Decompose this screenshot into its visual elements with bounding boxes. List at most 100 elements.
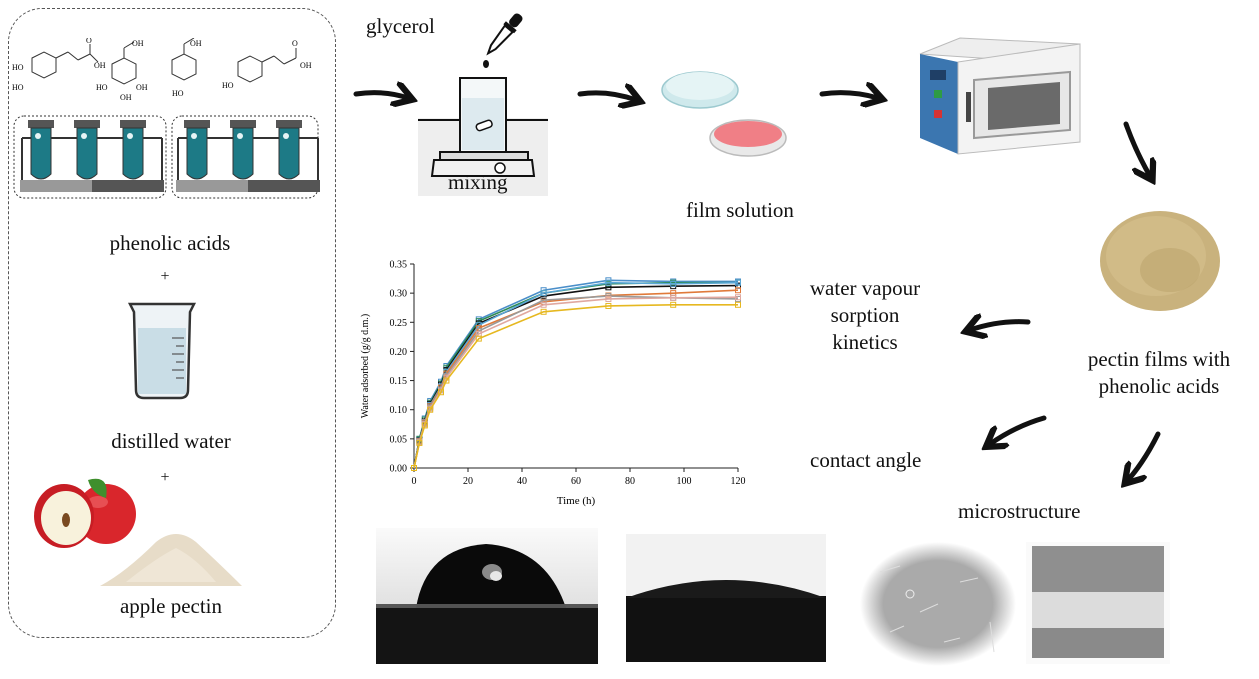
data-point (475, 335, 482, 342)
y-tick-label: 0.30 (390, 289, 408, 300)
proto-oh-text: OH (190, 39, 202, 48)
arrow-icon (1123, 121, 1150, 176)
coumaric-o-text: O (292, 39, 298, 48)
distilled-water-label: distilled water (111, 429, 231, 453)
x-tick-label: 40 (517, 476, 527, 487)
drying-oven-icon (919, 37, 1081, 155)
arrow-icon (353, 93, 408, 98)
film-solution-label: film solution (686, 198, 794, 222)
data-point (411, 465, 417, 471)
data-point (438, 389, 444, 396)
plus-sign: + (160, 268, 170, 285)
arrow-icon (1128, 431, 1161, 480)
proto-oh-text: HO (172, 89, 184, 98)
sorption-chart: 0 20 40 60 80 100 120 0.00 0.05 0.10 0.15 0.20 0.25 0… (360, 260, 746, 508)
data-point (735, 279, 741, 286)
data-point (670, 280, 677, 287)
series-line (413, 289, 739, 469)
data-point (605, 302, 612, 309)
series-line (413, 284, 739, 469)
x-tick-label: 0 (412, 476, 417, 487)
protocatechuic-acid-structure-icon (171, 38, 197, 81)
petri-dish-icon (661, 71, 787, 157)
phenolic-acids-label: phenolic acids (109, 231, 231, 255)
data-point (735, 301, 741, 308)
phenolic-structures: HO HO OH O HO OH OH OH HO OH HO OH O (12, 38, 312, 102)
gallic-acid-structure-icon (111, 41, 137, 85)
contact-angle-label: contact angle (810, 448, 922, 472)
arrow-icon (970, 322, 1031, 330)
gallic-oh-text: OH (136, 83, 148, 92)
mixing-label: mixing (448, 170, 508, 194)
sem-cross-section-photo (1026, 542, 1170, 664)
data-point (540, 308, 547, 315)
data-point (540, 301, 547, 308)
data-point (540, 290, 547, 297)
data-point (605, 295, 612, 302)
pectin-films-label-line1: pectin films with (1087, 347, 1231, 371)
sorption-label-line1: water vapour (809, 276, 921, 300)
sem-surface-photo (860, 542, 1016, 666)
y-axis-title: Water adsorbed (g/g d.m.) (360, 314, 371, 418)
ingredients-panel (8, 8, 336, 638)
y-tick-label: 0.05 (390, 434, 408, 445)
pectin-powder-icon (100, 534, 242, 586)
caffeic-acid-structure-icon (31, 44, 99, 79)
arrow-icon (577, 93, 636, 100)
pectin-films-label-line2: phenolic acids (1098, 374, 1220, 398)
data-point (735, 294, 741, 301)
data-point (416, 439, 423, 446)
y-tick-label: 0.20 (390, 347, 408, 358)
y-tick-label: 0.00 (390, 464, 408, 475)
data-point (670, 294, 677, 301)
sorption-label-line2: sorption (830, 303, 900, 327)
caffeic-o-text: O (86, 38, 92, 45)
plus-sign: + (160, 469, 170, 486)
x-tick-label: 100 (677, 476, 692, 487)
microstructure-label: microstructure (958, 499, 1081, 523)
x-tick-label: 20 (463, 476, 473, 487)
data-point (670, 301, 677, 308)
p-coumaric-acid-structure-icon (237, 48, 297, 83)
droplet-photo-2 (626, 534, 826, 662)
series-line (413, 303, 738, 469)
apple-pectin-label: apple pectin (119, 594, 223, 618)
caffeic-oh-text: HO (12, 63, 24, 72)
gallic-oh-text: HO (96, 83, 108, 92)
arrow-icon (990, 415, 1047, 444)
apple-icon (34, 478, 136, 548)
caffeic-oh-text: OH (94, 61, 106, 70)
caffeic-oh-text: HO (12, 83, 24, 92)
x-tick-label: 120 (731, 476, 746, 487)
dropper-icon (483, 13, 523, 68)
data-point (421, 422, 428, 429)
magnetic-stirrer-icon (418, 77, 548, 196)
y-tick-label: 0.35 (390, 260, 408, 271)
series-line (413, 295, 739, 469)
data-point (427, 406, 434, 413)
x-tick-label: 60 (571, 476, 581, 487)
coumaric-oh-text: HO (222, 81, 234, 90)
series-line (413, 281, 738, 469)
y-tick-label: 0.10 (390, 405, 408, 416)
data-point (605, 279, 612, 286)
gallic-oh-text: OH (120, 93, 132, 102)
y-tick-label: 0.15 (390, 376, 408, 387)
film-disc-icon (1100, 211, 1220, 311)
series-line (413, 296, 739, 469)
y-tick-label: 0.25 (390, 318, 408, 329)
series-line (413, 281, 739, 469)
x-axis-title: Time (h) (557, 495, 596, 507)
arrow-icon (819, 93, 878, 98)
sorption-label-line3: kinetics (832, 330, 898, 354)
gallic-oh-text: OH (132, 39, 144, 48)
droplet-photo-1 (376, 528, 598, 664)
coumaric-oh-text: OH (300, 61, 312, 70)
glycerol-label: glycerol (366, 14, 435, 38)
data-point (443, 377, 450, 384)
beaker-icon (127, 302, 197, 400)
test-tube-rack-icon (13, 115, 321, 199)
data-point (735, 287, 741, 294)
x-tick-label: 80 (625, 476, 635, 487)
